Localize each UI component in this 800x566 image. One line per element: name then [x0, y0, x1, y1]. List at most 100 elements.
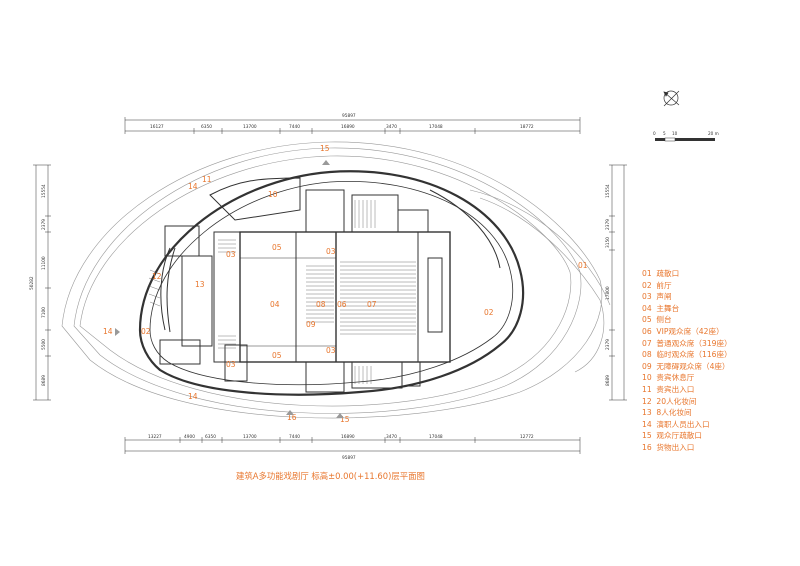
dim-left-total: 50282	[29, 276, 35, 290]
dim-top-4: 7440	[289, 124, 300, 130]
dim-bottom-9: 12772	[520, 434, 534, 440]
legend-number: 15	[642, 431, 652, 441]
room-label-13: 13	[195, 280, 205, 289]
dim-bottom-1: 13227	[148, 434, 162, 440]
legend-number: 07	[642, 338, 652, 348]
dim-top-1: 16127	[150, 124, 164, 130]
legend-text: 声闸	[656, 292, 672, 302]
dim-left-2: 2379	[41, 219, 47, 230]
legend-item: 09 无障碍观众席（4座）	[642, 361, 732, 373]
legend-number: 06	[642, 326, 652, 336]
legend-text: 疏散口	[656, 269, 680, 278]
dim-left-4: 7100	[41, 307, 47, 318]
dim-left-3: 11100	[41, 256, 47, 270]
legend-number: 11	[642, 384, 652, 394]
legend-number: 14	[642, 419, 652, 429]
dim-bottom-total: 95897	[342, 455, 356, 461]
room-label-16: 16	[287, 413, 297, 422]
room-label-03-ne: 03	[326, 247, 336, 256]
legend-number: 09	[642, 361, 652, 371]
dim-left-5: 5500	[41, 339, 47, 350]
room-label-03-nw: 03	[226, 250, 236, 259]
room-label-03-sw: 03	[226, 360, 236, 369]
legend-number: 02	[642, 280, 652, 290]
dim-top-3: 13700	[243, 124, 257, 130]
legend-number: 01	[642, 269, 652, 278]
room-label-08: 08	[316, 300, 326, 309]
room-label-04: 04	[270, 300, 280, 309]
dim-left-6: 8689	[41, 375, 47, 386]
legend-text: 前厅	[656, 280, 672, 290]
room-label-02-east: 02	[484, 308, 494, 317]
legend-text: 演职人员出入口	[656, 419, 710, 429]
legend-item: 14 演职人员出入口	[642, 419, 732, 431]
north-arrow-icon	[663, 90, 680, 107]
room-label-14-west: 14	[103, 327, 113, 336]
outer-canopy	[61, 141, 611, 419]
dim-right-4: 17800	[605, 286, 611, 300]
dim-right-1: 15554	[605, 184, 611, 198]
scale-label-0: 0	[653, 131, 656, 136]
legend-number: 03	[642, 292, 652, 302]
legend-item: 15 观众厅疏散口	[642, 430, 732, 442]
legend-item: 07 普通观众席（319座）	[642, 338, 732, 350]
room-label-14-south: 14	[188, 392, 198, 401]
legend-number: 16	[642, 442, 652, 452]
legend-item: 03 声闸	[642, 291, 732, 303]
interior-walls	[159, 177, 501, 393]
legend-item: 05 侧台	[642, 314, 732, 326]
room-label-15-north: 15	[320, 144, 330, 153]
dim-top-5: 16890	[341, 124, 355, 130]
dim-bottom-6: 16890	[341, 434, 355, 440]
dim-top-2: 6350	[201, 124, 212, 130]
room-label-14-north: 14	[188, 182, 198, 191]
legend-item: 11 贵宾出入口	[642, 384, 732, 396]
legend-item: 10 贵宾休息厅	[642, 372, 732, 384]
legend-number: 04	[642, 303, 652, 313]
legend-item: 06 VIP观众席（42座）	[642, 326, 732, 338]
room-label-11: 11	[202, 175, 212, 184]
dim-bottom-2: 4900	[184, 434, 195, 440]
legend-item: 02 前厅	[642, 280, 732, 292]
left-dimension-line	[33, 164, 51, 401]
legend-text: 贵宾出入口	[656, 384, 695, 394]
scale-label-5: 5	[663, 131, 666, 136]
legend-number: 12	[642, 396, 652, 406]
dim-top-8: 18772	[520, 124, 534, 130]
room-label-15-south: 15	[340, 415, 350, 424]
legend-item: 08 临时观众席（116座）	[642, 349, 732, 361]
legend-number: 08	[642, 350, 652, 360]
dim-bottom-7: 3470	[386, 434, 397, 440]
legend-item: 13 8人化妆间	[642, 407, 732, 419]
legend-text: VIP观众席（42座）	[656, 326, 724, 336]
top-dimension-line	[124, 117, 581, 134]
legend-text: 无障碍观众席（4座）	[656, 361, 730, 371]
legend-text: 临时观众席（116座）	[656, 350, 732, 360]
scale-bar: 0 5 10 20 m	[653, 131, 719, 142]
building-envelope	[138, 170, 525, 396]
dim-bottom-8: 17048	[429, 434, 443, 440]
entrance-markers	[115, 160, 344, 418]
auditorium-seating	[306, 261, 416, 335]
room-label-05-south: 05	[272, 351, 282, 360]
dim-top-7: 17048	[429, 124, 443, 130]
room-label-10: 10	[268, 190, 278, 199]
scale-label-20: 20 m	[708, 131, 719, 136]
room-legend: 01 疏散口 02 前厅 03 声闸 04 主舞台 05 侧台 06 VIP观众…	[642, 268, 732, 454]
legend-text: 侧台	[656, 315, 672, 325]
legend-text: 8人化妆间	[656, 408, 692, 418]
dim-bottom-3: 6350	[205, 434, 216, 440]
dim-right-2: 2379	[605, 219, 611, 230]
bottom-dimension-line	[124, 437, 581, 454]
legend-number: 05	[642, 315, 652, 325]
legend-item: 12 20人化妆间	[642, 396, 732, 408]
dim-right-6: 8689	[605, 375, 611, 386]
room-label-07: 07	[367, 300, 377, 309]
legend-text: 观众厅疏散口	[656, 431, 702, 441]
room-label-12: 12	[152, 272, 162, 281]
legend-number: 13	[642, 408, 652, 418]
stairs	[148, 200, 376, 384]
right-dimension-line	[609, 164, 627, 401]
legend-text: 货物出入口	[656, 442, 695, 452]
